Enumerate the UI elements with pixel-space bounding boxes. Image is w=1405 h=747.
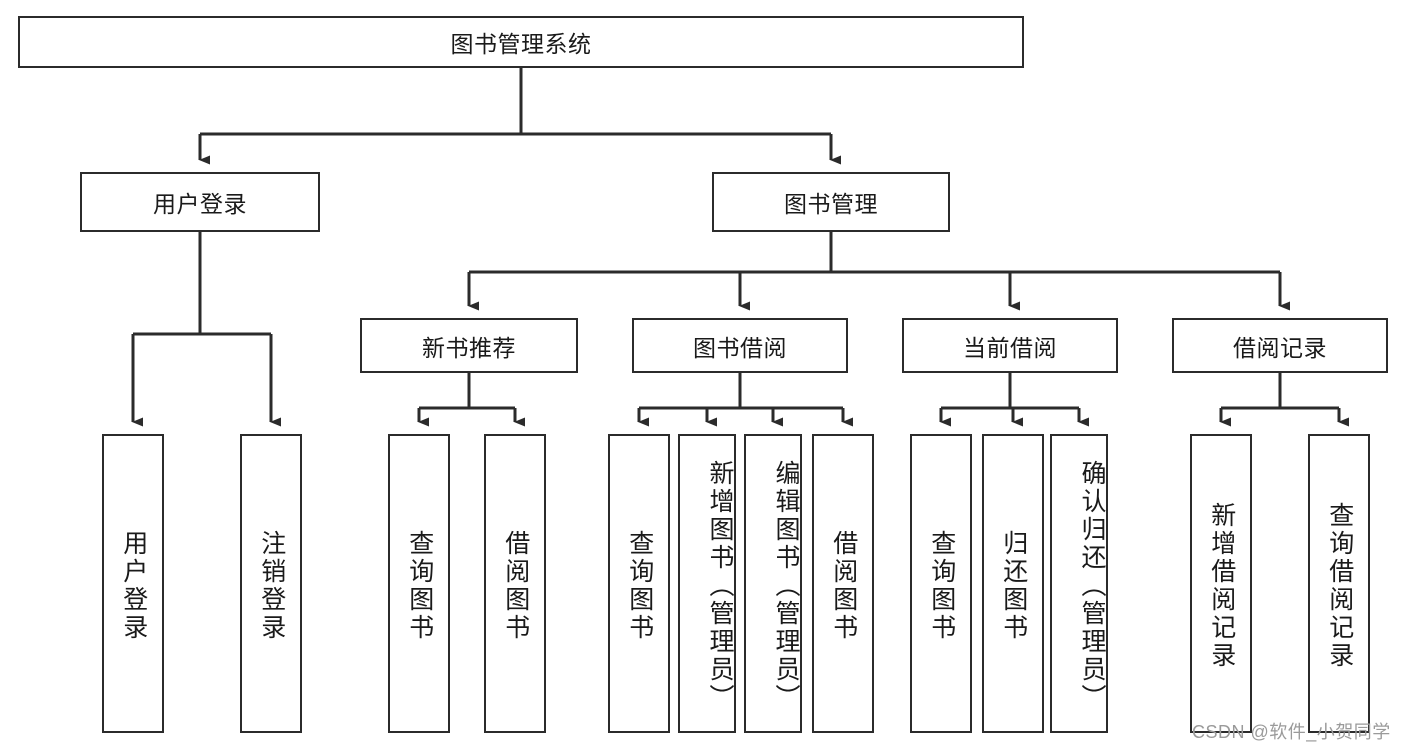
- node-leaf-add-book[interactable]: 新增图书（管理员）: [678, 434, 736, 733]
- node-leaf-confirm-return-label: 确认归还（管理员）: [1078, 459, 1106, 712]
- node-root-label: 图书管理系统: [450, 31, 592, 57]
- node-leaf-user-login[interactable]: 用户登录: [102, 434, 164, 733]
- node-leaf-borrow-book-1[interactable]: 借阅图书: [484, 434, 546, 733]
- node-leaf-query-record[interactable]: 查询借阅记录: [1308, 434, 1370, 733]
- node-user-login[interactable]: 用户登录: [80, 172, 320, 232]
- node-book-borrow[interactable]: 图书借阅: [632, 318, 848, 373]
- node-book-manage-label: 图书管理: [784, 191, 878, 217]
- node-leaf-add-record[interactable]: 新增借阅记录: [1190, 434, 1252, 733]
- node-leaf-logout[interactable]: 注销登录: [240, 434, 302, 733]
- node-leaf-add-book-label: 新增图书（管理员）: [706, 459, 734, 712]
- node-leaf-confirm-return[interactable]: 确认归还（管理员）: [1050, 434, 1108, 733]
- node-book-manage[interactable]: 图书管理: [712, 172, 950, 232]
- node-current-borrow[interactable]: 当前借阅: [902, 318, 1118, 373]
- node-leaf-user-login-label: 用户登录: [119, 529, 148, 642]
- node-leaf-query-book-2-label: 查询图书: [625, 529, 654, 642]
- node-new-book-rec-label: 新书推荐: [422, 334, 516, 361]
- node-book-borrow-label: 图书借阅: [693, 334, 787, 361]
- node-leaf-logout-label: 注销登录: [257, 529, 286, 642]
- node-new-book-rec[interactable]: 新书推荐: [360, 318, 578, 373]
- node-leaf-borrow-book-2[interactable]: 借阅图书: [812, 434, 874, 733]
- node-leaf-query-book-3-label: 查询图书: [927, 529, 956, 642]
- node-leaf-query-record-label: 查询借阅记录: [1325, 501, 1354, 670]
- node-leaf-return-book-label: 归还图书: [999, 529, 1028, 642]
- node-leaf-borrow-book-1-label: 借阅图书: [501, 529, 530, 642]
- node-user-login-label: 用户登录: [153, 191, 247, 217]
- csdn-watermark: CSDN @软件_小贺同学: [1192, 722, 1391, 742]
- node-leaf-return-book[interactable]: 归还图书: [982, 434, 1044, 733]
- node-borrow-record[interactable]: 借阅记录: [1172, 318, 1388, 373]
- node-leaf-query-book-1[interactable]: 查询图书: [388, 434, 450, 733]
- node-leaf-edit-book-label: 编辑图书（管理员）: [772, 459, 800, 712]
- node-current-borrow-label: 当前借阅: [963, 334, 1057, 361]
- node-borrow-record-label: 借阅记录: [1233, 334, 1327, 361]
- node-leaf-add-record-label: 新增借阅记录: [1207, 501, 1236, 670]
- node-leaf-edit-book[interactable]: 编辑图书（管理员）: [744, 434, 802, 733]
- node-root[interactable]: 图书管理系统: [18, 16, 1024, 68]
- node-leaf-query-book-2[interactable]: 查询图书: [608, 434, 670, 733]
- node-leaf-query-book-3[interactable]: 查询图书: [910, 434, 972, 733]
- node-leaf-borrow-book-2-label: 借阅图书: [829, 529, 858, 642]
- node-leaf-query-book-1-label: 查询图书: [405, 529, 434, 642]
